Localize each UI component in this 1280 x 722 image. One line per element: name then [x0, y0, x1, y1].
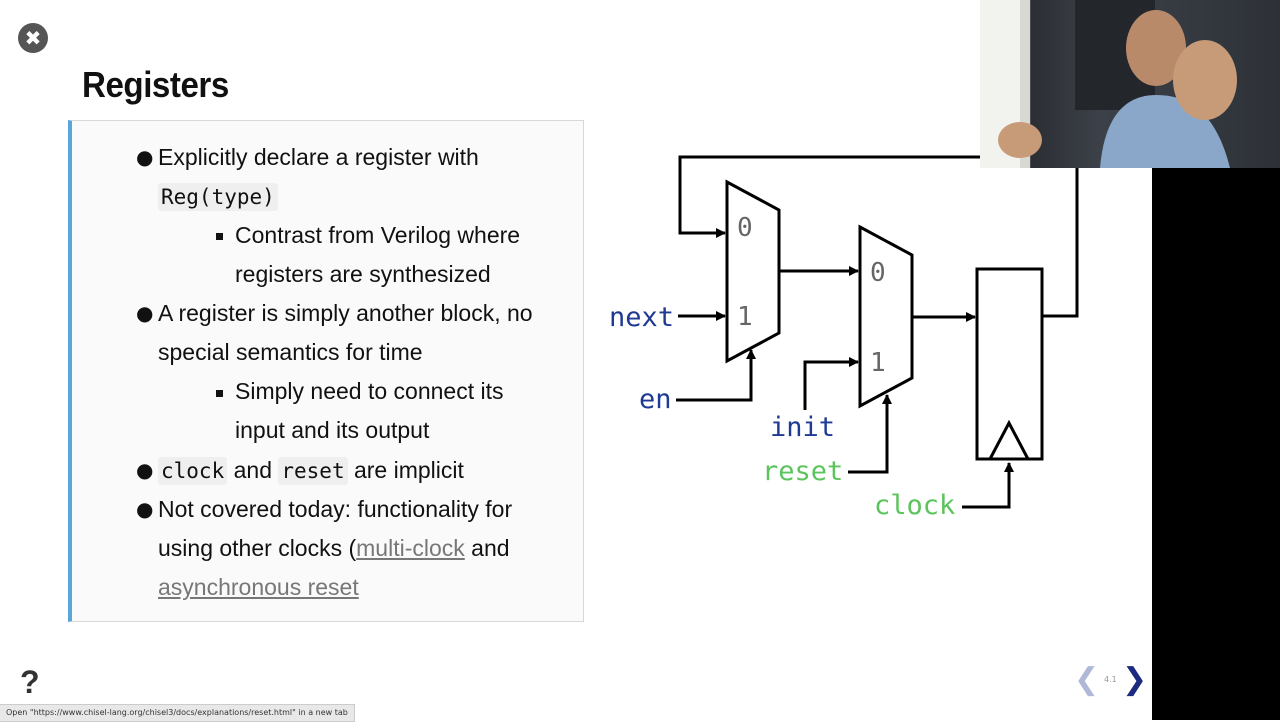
close-icon: ✖ [24, 26, 42, 50]
clock-label: clock [874, 490, 955, 521]
bullet-4-and: and [471, 535, 510, 561]
black-margin [1152, 168, 1280, 720]
sub-bullet-square [216, 390, 223, 397]
close-button[interactable]: ✖ [18, 23, 48, 53]
mux-1 [725, 179, 781, 364]
asynchronous-reset-link[interactable]: asynchronous reset [158, 574, 359, 600]
slide: ✖ Registers ● Explicitly declare a regis… [18, 23, 1148, 701]
bullet-dot: ● [136, 458, 154, 482]
bullet-4-line2: using other clocks (multi-clock and [158, 529, 510, 568]
reg-type-code: Reg(type) [158, 183, 278, 211]
next-slide-button[interactable]: ❯ [1122, 662, 1147, 697]
bullet-dot: ● [136, 145, 154, 169]
bullet-box: ● Explicitly declare a register with Reg… [68, 120, 584, 622]
bullet-3-rest: are implicit [353, 457, 464, 483]
bullet-3-and: and [233, 457, 272, 483]
bullet-3-line: clock and reset are implicit [158, 451, 464, 491]
bullet-dot: ● [136, 301, 154, 325]
presenter-webcam [980, 0, 1280, 168]
feedback-wire [678, 155, 1079, 318]
slide-number: 4.1 [1104, 675, 1117, 684]
mux-2 [858, 224, 914, 409]
next-label: next [609, 302, 674, 333]
help-icon: ? [20, 664, 40, 700]
clock-wire [962, 462, 1014, 509]
chevron-left-icon: ❮ [1074, 662, 1100, 697]
previous-slide-button[interactable]: ❮ [1074, 662, 1099, 697]
bullet-1-code-line: Reg(type) [158, 177, 278, 217]
mux-1-input-0: 0 [737, 213, 753, 243]
init-wire [803, 357, 859, 410]
clock-code: clock [158, 457, 228, 485]
slide-title: Registers [82, 64, 229, 105]
help-button[interactable]: ? [20, 664, 40, 701]
mux-2-input-1: 1 [870, 348, 886, 378]
bullet-1-sub-line2: registers are synthesized [235, 261, 491, 287]
presenter-silhouette [980, 0, 1237, 168]
reset-wire [848, 394, 892, 474]
en-label: en [639, 384, 672, 415]
mux-1-input-1: 1 [737, 302, 753, 332]
bullet-2-sub-line2: input and its output [235, 417, 430, 443]
bullet-4-pre: using other clocks ( [158, 535, 357, 561]
en-wire [676, 349, 756, 402]
sub-bullet-square [216, 233, 223, 240]
bullet-1-text: Explicitly declare a register with [158, 144, 479, 170]
bullet-2-line1: A register is simply another block, no [158, 300, 533, 326]
mux-2-input-0: 0 [870, 258, 886, 288]
bullet-dot: ● [136, 497, 154, 521]
register-diagram: 0 1 0 1 next en init reset clock [609, 155, 1079, 521]
multi-clock-link[interactable]: multi-clock [356, 535, 465, 561]
bullet-1-sub-line1: Contrast from Verilog where [235, 222, 521, 248]
bullet-4-line1: Not covered today: functionality for [158, 496, 513, 522]
status-bar: Open "https://www.chisel-lang.org/chisel… [0, 704, 355, 722]
chevron-right-icon: ❯ [1122, 662, 1148, 697]
bullet-4-line3: asynchronous reset [158, 568, 359, 607]
init-label: init [770, 412, 835, 443]
bullet-2-sub-line1: Simply need to connect its [235, 378, 504, 404]
clock-triangle [987, 419, 1031, 461]
reset-code: reset [278, 457, 348, 485]
bullet-2-line2: special semantics for time [158, 339, 423, 365]
reset-label: reset [762, 456, 843, 487]
